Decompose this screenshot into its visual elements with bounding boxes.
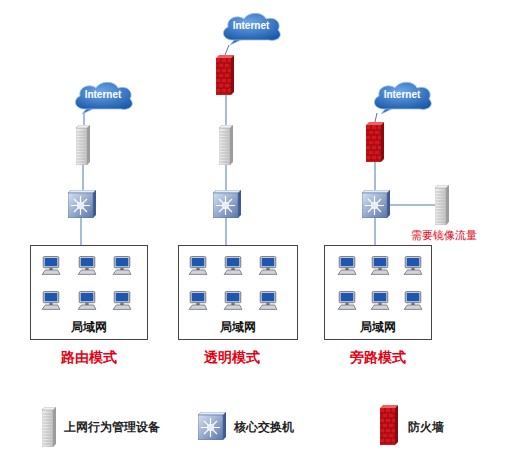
cloud-label: Internet — [233, 20, 270, 31]
pc-icon — [338, 292, 356, 310]
pc-icon — [224, 257, 242, 275]
pc-icon — [113, 292, 131, 310]
behavior-manager-icon — [435, 185, 449, 225]
internet-cloud: Internet — [370, 80, 434, 114]
pc-icon — [338, 257, 356, 275]
legend-firewall-icon — [380, 405, 398, 445]
lan-box: 局域网 — [30, 245, 148, 340]
core-switch-icon — [362, 190, 390, 218]
pc-icon — [189, 292, 207, 310]
mode-label: 旁路模式 — [350, 349, 406, 367]
pc-icon — [371, 257, 389, 275]
core-switch-icon — [68, 190, 96, 218]
legend-entry: 上网行为管理设备 — [64, 419, 160, 436]
legend-core-switch-icon — [198, 412, 226, 440]
pc-icon — [42, 257, 60, 275]
lan-box: 局域网 — [178, 245, 298, 340]
core-switch-icon — [213, 190, 241, 218]
cloud-label: Internet — [85, 89, 122, 100]
pc-icon — [78, 257, 96, 275]
cloud-outline — [223, 13, 280, 40]
internet-cloud: Internet — [219, 11, 283, 45]
behavior-manager-icon — [219, 125, 233, 165]
legend-entry: 防火墙 — [408, 419, 444, 436]
mirror-note: 需要镜像流量 — [411, 228, 477, 243]
cloud-outline — [75, 82, 132, 109]
pc-group — [42, 257, 422, 310]
pc-icon — [404, 292, 422, 310]
pc-icon — [404, 257, 422, 275]
pc-icon — [259, 292, 277, 310]
firewall-icon — [216, 55, 234, 95]
legend-behavior-manager-icon — [42, 407, 56, 447]
pc-icon — [42, 292, 60, 310]
internet-cloud: Internet — [71, 80, 135, 114]
lan-label: 局域网 — [71, 319, 107, 336]
pc-icon — [78, 292, 96, 310]
legend-entry: 核心交换机 — [234, 419, 294, 436]
behavior-manager-icon — [76, 125, 90, 165]
lan-label: 局域网 — [360, 319, 396, 336]
firewall-icon — [366, 122, 384, 162]
mode-label: 路由模式 — [61, 349, 117, 367]
lan-label: 局域网 — [220, 319, 256, 336]
cloud-label: Internet — [384, 89, 421, 100]
pc-icon — [259, 257, 277, 275]
pc-icon — [224, 292, 242, 310]
pc-icon — [113, 257, 131, 275]
mode-label: 透明模式 — [204, 349, 260, 367]
wires — [81, 45, 435, 245]
legend-label: 防火墙 — [408, 420, 444, 434]
cloud-outline — [374, 82, 431, 109]
legend-label: 核心交换机 — [234, 420, 294, 434]
pc-icon — [371, 292, 389, 310]
lan-box: 局域网 — [324, 245, 432, 340]
pc-icon — [189, 257, 207, 275]
legend-label: 上网行为管理设备 — [64, 420, 160, 434]
